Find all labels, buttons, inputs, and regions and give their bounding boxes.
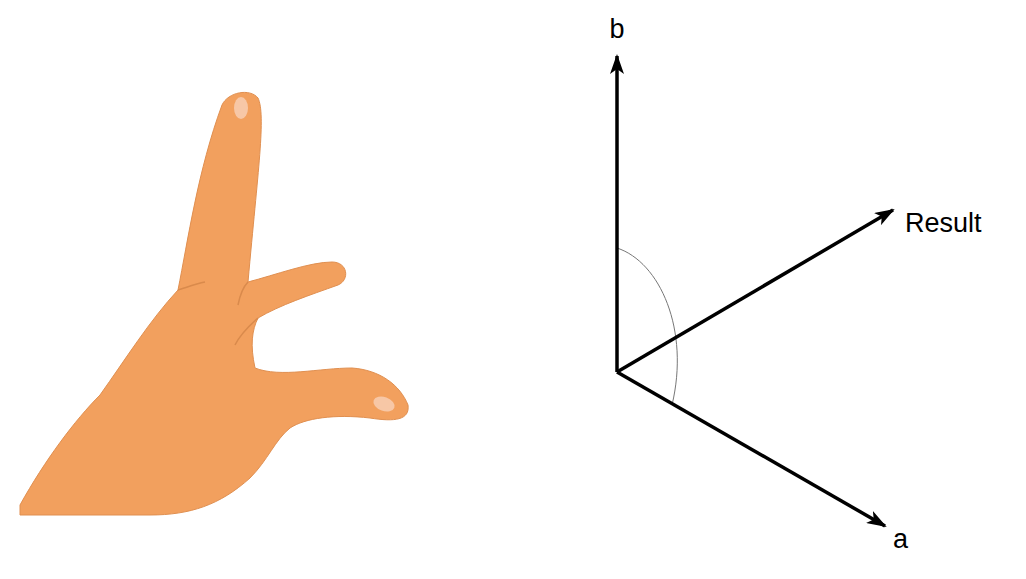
vector-label: a xyxy=(893,525,908,555)
hand-figure xyxy=(20,92,408,515)
vector-a xyxy=(617,372,885,526)
vector-label: Result xyxy=(905,209,982,239)
vector-label: b xyxy=(609,15,624,45)
finger-crease xyxy=(178,282,258,345)
vector-result xyxy=(617,210,893,372)
hand-shape xyxy=(20,92,408,515)
angle-arc xyxy=(617,248,677,405)
fingernail xyxy=(371,394,396,415)
vector-diagram xyxy=(617,56,893,526)
fingernail xyxy=(234,97,248,119)
vector-b xyxy=(615,56,619,372)
